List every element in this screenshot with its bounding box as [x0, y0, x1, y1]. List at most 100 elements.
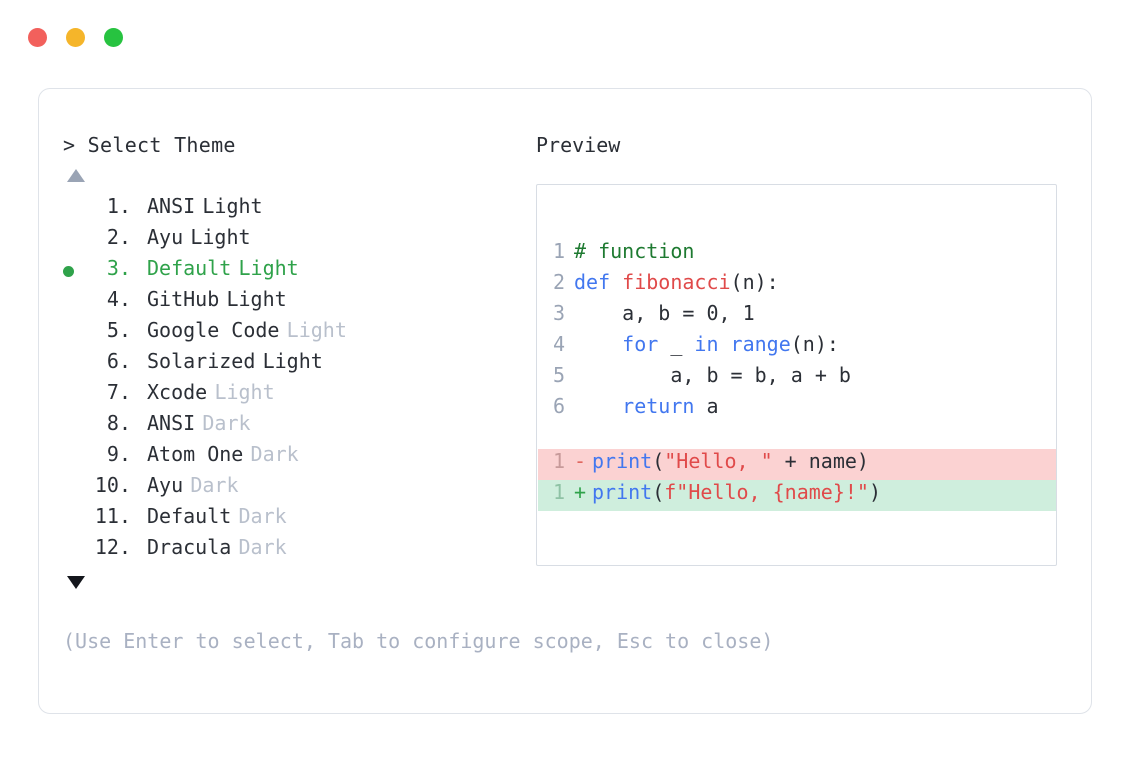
code-token: _	[658, 332, 695, 356]
theme-item-index: 5.	[94, 318, 131, 342]
diff-line-del: 1-print("Hello, " + name)	[538, 449, 1056, 480]
theme-item-index: 9.	[94, 442, 131, 466]
theme-item-gap	[131, 411, 147, 435]
theme-item-name: GitHub	[147, 287, 220, 311]
theme-item-index: 2.	[94, 225, 131, 249]
diff-sign: -	[574, 449, 587, 473]
theme-item-name: Atom One	[147, 442, 244, 466]
theme-item-variant: Light	[238, 256, 299, 280]
theme-item-index: 8.	[94, 411, 131, 435]
code-line-number: 3	[552, 301, 565, 325]
theme-item-gap	[131, 504, 147, 528]
preview-label: Preview	[536, 133, 621, 157]
diff-line-number: 1	[552, 449, 565, 473]
diff-line-add: 1+print(f"Hello, {name}!")	[538, 480, 1056, 511]
theme-item-variant: Light	[202, 194, 263, 218]
theme-item-variant: Light	[214, 380, 275, 404]
code-token: )	[868, 480, 882, 504]
code-line-number: 1	[552, 239, 565, 263]
theme-item-index: 10.	[94, 473, 131, 497]
theme-item-name: ANSI	[147, 194, 196, 218]
diff-block: 1-print("Hello, " + name)1+print(f"Hello…	[538, 449, 1056, 511]
code-line-content: return a	[574, 394, 718, 418]
code-token	[574, 394, 622, 418]
theme-item-variant: Light	[262, 349, 323, 373]
theme-item-name: Default	[147, 256, 232, 280]
keyboard-hint: (Use Enter to select, Tab to configure s…	[63, 629, 774, 653]
code-token: f"Hello, {name}!"	[664, 480, 869, 504]
code-line: 1 # function	[538, 239, 1056, 270]
theme-item-index: 11.	[94, 504, 131, 528]
theme-item-variant: Dark	[238, 535, 287, 559]
code-token: a, b = 0, 1	[574, 301, 755, 325]
theme-item-index: 6.	[94, 349, 131, 373]
preview-box: 1 # function 2 def fibonacci(n): 3 a, b = 0,…	[536, 184, 1057, 566]
triangle-up-icon[interactable]	[67, 169, 85, 182]
theme-item-gap	[131, 225, 147, 249]
code-line: 4 for _ in range(n):	[538, 332, 1056, 363]
maximize-window-button[interactable]	[104, 28, 123, 47]
code-line-content: for _ in range(n):	[574, 332, 839, 356]
theme-item-index: 1.	[94, 194, 131, 218]
theme-item-index: 4.	[94, 287, 131, 311]
code-token: (	[652, 449, 665, 473]
code-token: print	[592, 480, 653, 504]
theme-item-index: 3.	[94, 256, 131, 280]
code-line-number: 4	[552, 332, 565, 356]
code-line-content: a, b = b, a + b	[574, 363, 851, 387]
close-window-button[interactable]	[28, 28, 47, 47]
diff-line-content: print(f"Hello, {name}!")	[592, 480, 881, 504]
code-token: (n):	[730, 270, 779, 294]
code-token: a, b = b, a + b	[574, 363, 851, 387]
code-token: fibonacci	[622, 270, 731, 294]
code-token: print	[592, 449, 653, 473]
window-titlebar	[28, 28, 123, 47]
theme-item-gap	[131, 535, 147, 559]
code-token: in range	[694, 332, 791, 356]
theme-item-variant: Dark	[250, 442, 299, 466]
minimize-window-button[interactable]	[66, 28, 85, 47]
theme-item-name: Google Code	[147, 318, 280, 342]
preview-panel: Preview 1 # function 2 def fibonacci(n): 3 a…	[536, 133, 1066, 566]
theme-item-gap	[131, 442, 147, 466]
code-line-content: def fibonacci(n):	[574, 270, 779, 294]
theme-item-variant: Dark	[190, 473, 239, 497]
code-preview: 1 # function 2 def fibonacci(n): 3 a, b = 0,…	[538, 239, 1056, 511]
diff-line-content: print("Hello, " + name)	[592, 449, 869, 473]
theme-item-name: Default	[147, 504, 232, 528]
code-token: # function	[574, 239, 695, 263]
selection-bullet-slot	[63, 266, 89, 277]
code-line: 5 a, b = b, a + b	[538, 363, 1056, 394]
code-line: 3 a, b = 0, 1	[538, 301, 1056, 332]
theme-item-variant: Light	[286, 318, 347, 342]
code-token: (	[652, 480, 665, 504]
theme-item-name: Xcode	[147, 380, 208, 404]
theme-item-name: Dracula	[147, 535, 232, 559]
code-token: return	[622, 394, 695, 418]
code-token: "Hello, "	[664, 449, 773, 473]
code-token: + name)	[772, 449, 869, 473]
prompt-label: > Select Theme	[63, 133, 236, 157]
code-line-number: 2	[552, 270, 565, 294]
theme-item-gap	[131, 349, 147, 373]
code-line-number: 6	[552, 394, 565, 418]
triangle-down-icon[interactable]	[67, 576, 85, 589]
code-token	[574, 332, 622, 356]
code-line-content: a, b = 0, 1	[574, 301, 755, 325]
theme-item-variant: Dark	[202, 411, 251, 435]
code-line-number: 5	[552, 363, 565, 387]
